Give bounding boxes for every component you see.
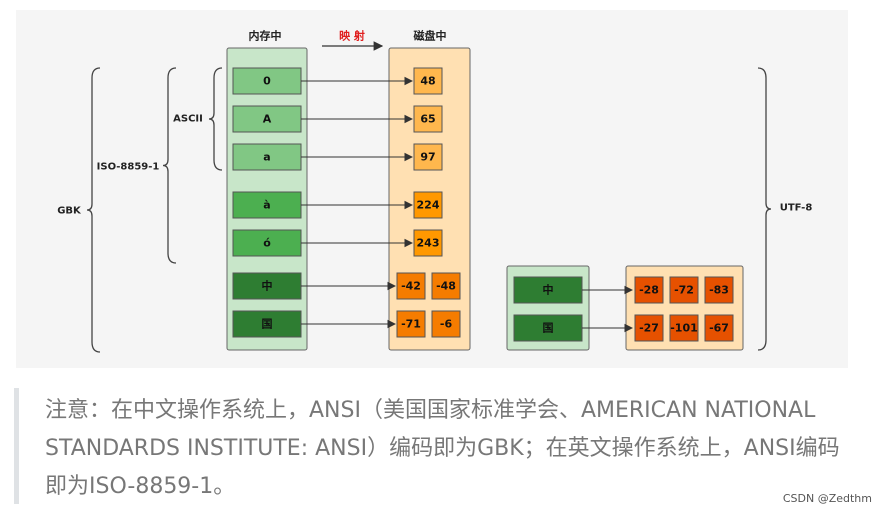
- memory-char-box: [232, 143, 302, 171]
- byte-box: [634, 314, 664, 342]
- byte-value: -28: [639, 284, 659, 297]
- byte-box: [704, 314, 734, 342]
- memory-header: 内存中: [249, 29, 282, 43]
- note-blockquote: 注意：在中文操作系统上，ANSI（美国国家标准学会、AMERICAN NATIO…: [14, 388, 849, 504]
- disk-header: 磁盘中: [414, 29, 447, 43]
- memory-char: 0: [263, 75, 271, 88]
- mapping-label: 映 射: [339, 29, 365, 43]
- memory-char: 中: [543, 283, 554, 297]
- byte-box: [396, 272, 426, 300]
- memory-char-box: [232, 67, 302, 95]
- iso-label: ISO-8859-1: [97, 162, 160, 173]
- memory-char-box: [513, 276, 583, 304]
- byte-value: -71: [401, 318, 421, 331]
- byte-box: [413, 191, 443, 219]
- byte-value: 48: [420, 75, 435, 88]
- byte-value: -6: [440, 318, 453, 331]
- byte-value: 224: [417, 199, 440, 212]
- byte-box: [669, 314, 699, 342]
- byte-value: -83: [709, 284, 729, 297]
- byte-box: [413, 67, 443, 95]
- gbk-brace: [86, 67, 101, 353]
- byte-box: [431, 310, 461, 338]
- byte-box: [669, 276, 699, 304]
- utf8-brace: [757, 67, 772, 351]
- memory-char: a: [263, 151, 270, 164]
- byte-value: 97: [420, 151, 435, 164]
- note-text: 注意：在中文操作系统上，ANSI（美国国家标准学会、AMERICAN NATIO…: [45, 398, 840, 499]
- byte-box: [413, 105, 443, 133]
- byte-value: -101: [670, 322, 698, 335]
- memory-char: A: [263, 113, 272, 126]
- byte-box: [396, 310, 426, 338]
- byte-value: -72: [674, 284, 694, 297]
- memory-char: 中: [262, 279, 273, 293]
- ascii-brace: [208, 67, 223, 171]
- byte-value: 243: [417, 237, 440, 250]
- memory-char-box: [232, 310, 302, 338]
- iso-brace: [162, 67, 177, 264]
- byte-value: -48: [436, 280, 456, 293]
- byte-value: -27: [639, 322, 659, 335]
- memory-char: à: [263, 199, 270, 212]
- byte-box: [413, 143, 443, 171]
- byte-box: [634, 276, 664, 304]
- byte-box: [431, 272, 461, 300]
- byte-value: -67: [709, 322, 729, 335]
- memory-char-box: [232, 229, 302, 257]
- utf8-label: UTF-8: [780, 203, 813, 214]
- ascii-label: ASCII: [173, 114, 203, 125]
- watermark: CSDN @Zedthm: [782, 492, 872, 505]
- gbk-label: GBK: [57, 206, 82, 217]
- memory-char: 国: [262, 318, 273, 331]
- memory-char: 国: [543, 322, 554, 335]
- memory-char: ó: [263, 237, 271, 250]
- byte-box: [704, 276, 734, 304]
- byte-value: 65: [420, 113, 435, 126]
- byte-value: -42: [401, 280, 421, 293]
- byte-box: [413, 229, 443, 257]
